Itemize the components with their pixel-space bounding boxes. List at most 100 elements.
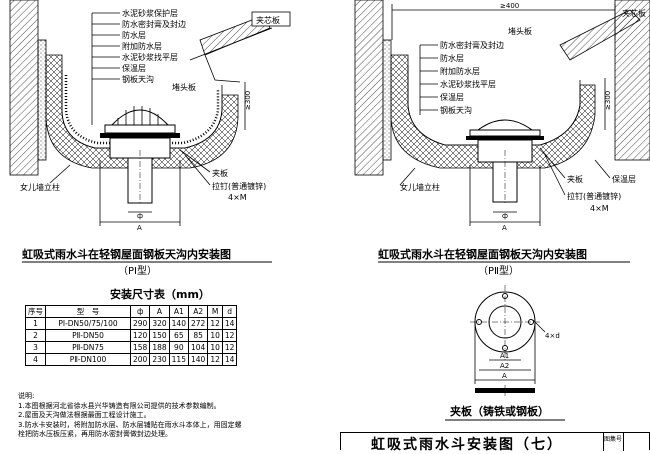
plate-a1: A1 — [500, 352, 509, 360]
table-cell: 290 — [129, 317, 151, 330]
note-item: 3.防水卡安装时，将附加防水层、防水层铺贴在雨水斗本体上，用固定螺 — [18, 420, 242, 429]
left-label-5: 保温层 — [122, 63, 146, 73]
col-header: A2 — [187, 305, 209, 318]
table-row: 2 PⅡ-DN50 120 150 65 85 10 12 — [25, 329, 238, 342]
left-end-plate-label: 堵头板 — [172, 82, 196, 92]
col-header: d — [221, 305, 238, 318]
title-block: 虹吸式雨水斗安装图（七） 图集号 — [340, 432, 650, 453]
table-cell: 272 — [187, 317, 209, 330]
table-cell: 12 — [207, 317, 223, 330]
left-label-6: 钢板天沟 — [122, 74, 154, 84]
note-item: 2.屋面及天沟做法根据最面工程设计施工。 — [18, 411, 151, 419]
table-cell: PⅡ-DN100 — [45, 353, 131, 366]
notes-section: 说明: 1.本图根据河北省徐水县兴华铸造有限公司提供的技术参数编制。 2.屋面及… — [18, 392, 318, 440]
table-cell: 230 — [149, 353, 170, 366]
left-rivet-label: 拉钉(普通镀锌) — [212, 181, 266, 191]
left-label-0: 水泥砂浆保护层 — [122, 8, 178, 18]
note-item: 栓把防水压板压紧，再用防水密封膏做封边处理。 — [18, 430, 172, 438]
table-cell: 140 — [168, 317, 189, 330]
right-clamp-label: 夹板 — [567, 174, 583, 184]
right-dim-300: ≥300 — [604, 91, 612, 110]
table-title: 安装尺寸表（mm） — [110, 287, 210, 301]
right-section-drawing — [354, 0, 650, 226]
right-end-plate-label: 堵头板 — [508, 26, 532, 36]
left-label-2: 防水层 — [122, 30, 146, 40]
left-wall-label: 女儿墙立柱 — [20, 182, 60, 192]
table-cell: 200 — [129, 353, 151, 366]
col-header: A1 — [168, 305, 189, 318]
table-cell: PⅡ-DN75 — [45, 341, 131, 354]
table-cell: 12 — [221, 329, 238, 342]
title-block-ref: 图集号 — [603, 433, 622, 451]
table-cell: 188 — [149, 341, 170, 354]
table-cell: 320 — [149, 317, 170, 330]
left-rivet-count: 4×M — [228, 193, 247, 202]
left-clamp-label: 夹板 — [212, 168, 228, 178]
col-header: 型 号 — [45, 305, 131, 318]
notes-heading: 说明: — [18, 392, 35, 400]
table-cell: 150 — [149, 329, 170, 342]
table-cell: 12 — [207, 353, 223, 366]
table-cell: 115 — [168, 353, 189, 366]
right-type: （PⅡ型） — [478, 264, 519, 277]
right-label-1: 防水层 — [440, 53, 464, 63]
table-cell: 14 — [221, 317, 238, 330]
parapet-wall-left — [9, 0, 39, 176]
right-insul-label: 保温层 — [612, 174, 636, 184]
install-dimension-table: 序号 型 号 ф A A1 A2 M d 1 PⅠ-DN50/75/100 29… — [25, 305, 238, 366]
table-cell: 2 — [25, 329, 46, 342]
col-header: ф — [129, 305, 151, 318]
table-cell: 14 — [221, 353, 238, 366]
left-caption: 虹吸式雨水斗在轻钢屋面钢板天沟内安装图 — [22, 247, 231, 261]
right-phi: ф — [502, 212, 508, 220]
right-wall-label: 女儿墙立柱 — [400, 182, 440, 192]
col-header: 序号 — [25, 305, 46, 318]
table-cell: 90 — [168, 341, 189, 354]
right-rivet-count: 4×M — [590, 204, 609, 213]
left-type: （PⅠ型） — [118, 264, 157, 277]
plate-caption: 夹板（铸铁或钢板） — [450, 404, 549, 418]
title-block-title: 虹吸式雨水斗安装图（七） — [371, 437, 563, 453]
table-row: 4 PⅡ-DN100 200 230 115 140 12 14 — [25, 353, 238, 366]
right-rivet-label: 拉钉(普通镀锌) — [567, 191, 621, 201]
table-row: 1 PⅠ-DN50/75/100 290 320 140 272 12 14 — [25, 317, 238, 330]
left-top-right-label: 夹芯板 — [256, 15, 280, 25]
col-header: A — [149, 305, 170, 318]
plate-view — [470, 285, 546, 396]
table-header-row: 序号 型 号 ф A A1 A2 M d — [25, 305, 238, 318]
table-cell: 104 — [187, 341, 209, 354]
left-dim-a: A — [137, 224, 142, 232]
plate-a2: A2 — [500, 362, 509, 370]
table-cell: 10 — [207, 329, 223, 342]
left-label-4: 水泥砂浆找平层 — [122, 52, 178, 62]
table-cell: 140 — [187, 353, 209, 366]
right-top-right-label: 夹芯板 — [622, 8, 646, 18]
table-cell: 12 — [221, 341, 238, 354]
left-dim-300: ≥300 — [244, 91, 252, 110]
left-section-drawing — [9, 0, 273, 226]
right-label-0: 防水密封膏及封边 — [440, 40, 504, 50]
table-cell: 3 — [25, 341, 46, 354]
plate-a: A — [502, 372, 507, 380]
table-cell: PⅠ-DN50/75/100 — [45, 317, 131, 330]
right-caption: 虹吸式雨水斗在轻钢屋面钢板天沟内安装图 — [378, 247, 587, 261]
note-item: 1.本图根据河北省徐水县兴华铸造有限公司提供的技术参数编制。 — [18, 401, 221, 410]
right-label-3: 水泥砂浆找平层 — [440, 79, 496, 89]
table-cell: 120 — [129, 329, 151, 342]
plate-d-label: 4×d — [545, 332, 560, 340]
table-cell: 65 — [168, 329, 189, 342]
right-dim-a: A — [502, 224, 507, 232]
right-top-dim: ≥400 — [500, 2, 519, 10]
table-cell: PⅡ-DN50 — [45, 329, 131, 342]
table-row: 3 PⅡ-DN75 158 188 90 104 10 12 — [25, 341, 238, 354]
right-label-5: 钢板天沟 — [440, 105, 472, 115]
right-label-4: 保温层 — [440, 92, 464, 102]
table-cell: 10 — [207, 341, 223, 354]
table-cell: 1 — [25, 317, 46, 330]
left-label-3: 附加防水层 — [122, 41, 162, 51]
left-label-1: 防水密封膏及封边 — [122, 19, 186, 29]
table-cell: 85 — [187, 329, 209, 342]
table-cell: 4 — [25, 353, 46, 366]
title-block-ref-value — [623, 433, 650, 451]
